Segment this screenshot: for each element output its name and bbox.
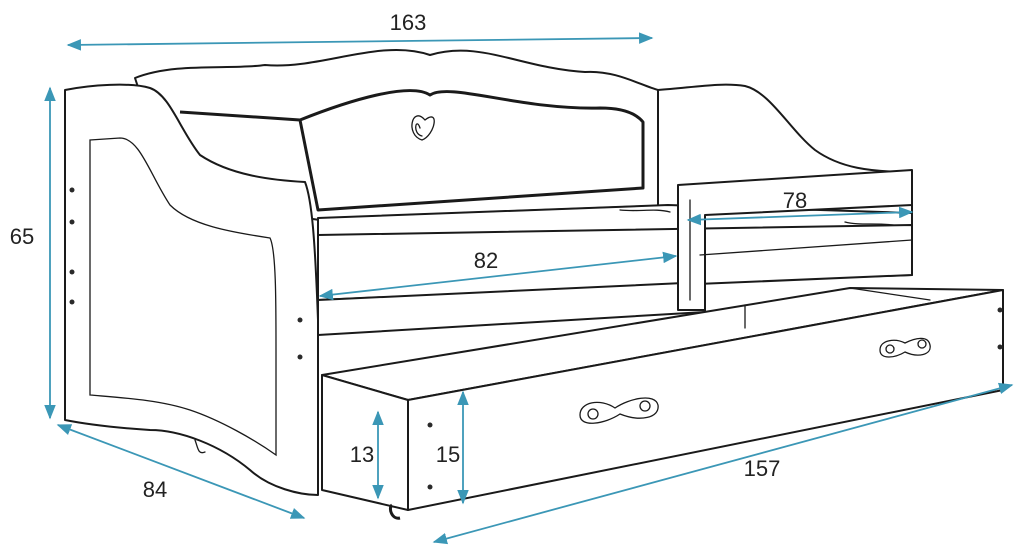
label-mattress-length: 82 xyxy=(474,248,498,273)
dim-line-rail xyxy=(686,206,914,226)
left-side-panel xyxy=(64,83,319,496)
label-drawer-inner-height: 13 xyxy=(350,442,374,467)
label-rail-length: 78 xyxy=(783,188,807,213)
dim-line-total-length xyxy=(66,32,654,51)
dim-line-drawer-length xyxy=(432,382,1014,545)
dimension-labels: 163 65 84 82 78 157 13 15 xyxy=(10,10,807,502)
label-height: 65 xyxy=(10,224,34,249)
label-total-length: 163 xyxy=(390,10,427,35)
label-drawer-front-height: 15 xyxy=(436,442,460,467)
panel-screws xyxy=(69,187,303,360)
dimension-lines xyxy=(44,32,1014,545)
dim-line-mattress xyxy=(318,251,678,301)
heart-ornament xyxy=(411,115,435,141)
dim-line-depth xyxy=(56,424,306,519)
label-drawer-length: 157 xyxy=(744,456,781,481)
drawer-wheel xyxy=(388,503,401,520)
drawer-handle-right xyxy=(879,337,931,358)
label-depth: 84 xyxy=(143,477,167,502)
